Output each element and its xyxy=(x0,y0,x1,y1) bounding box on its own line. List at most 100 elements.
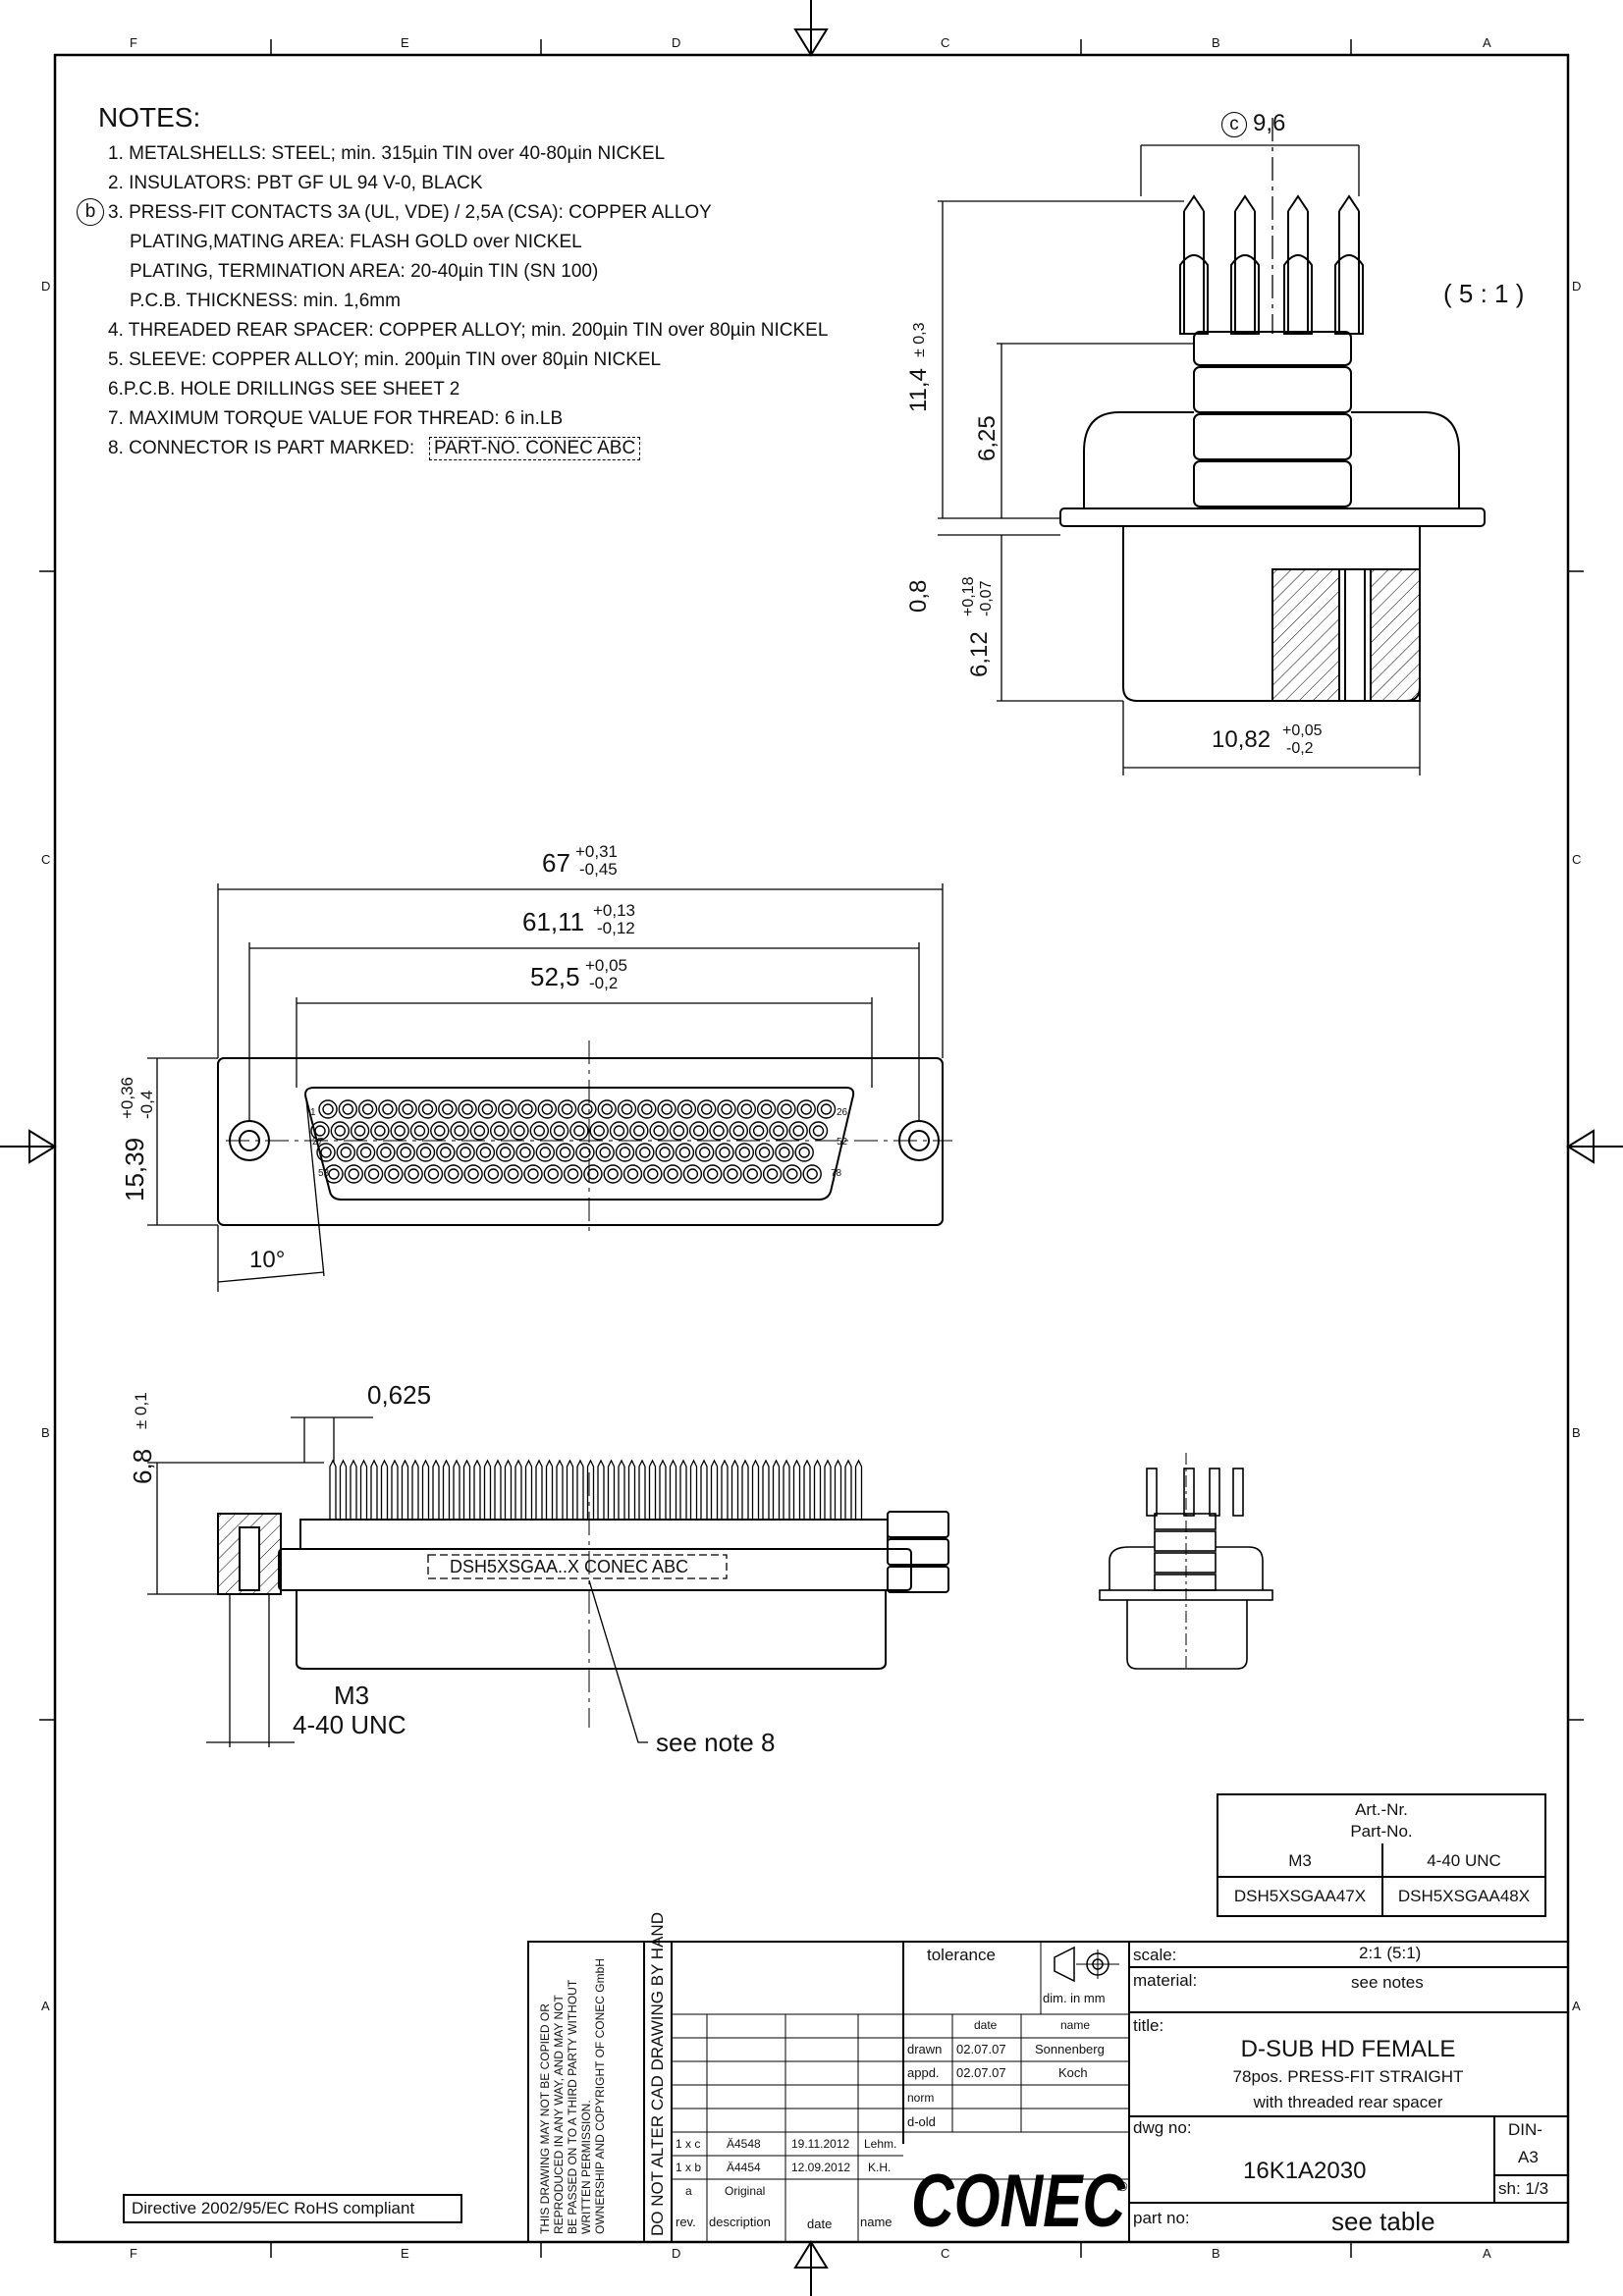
contact-inner xyxy=(421,1103,434,1115)
zone-left-b: B xyxy=(41,1425,50,1440)
contact-inner xyxy=(639,1147,651,1158)
contact-inner xyxy=(519,1147,531,1158)
press-fit-pin xyxy=(710,1459,719,1520)
press-fit-pin xyxy=(772,1459,781,1520)
contact-inner xyxy=(693,1125,705,1137)
desc-col-header: description xyxy=(709,2215,771,2229)
contact-inner xyxy=(678,1147,691,1158)
contact-inner xyxy=(740,1103,752,1115)
name-header: name xyxy=(1060,2018,1091,2032)
drawn-label: drawn xyxy=(907,2042,943,2056)
dim-side-lower-tol-dn: -0,07 xyxy=(978,580,995,616)
contact-outer xyxy=(415,1143,436,1162)
contact-inner xyxy=(581,1103,593,1115)
contact-outer xyxy=(748,1121,769,1141)
press-fit-pin xyxy=(504,1459,513,1520)
press-fit-pin xyxy=(659,1459,667,1520)
contact-outer xyxy=(529,1121,549,1141)
thread-440: 4-40 UNC xyxy=(293,1710,406,1739)
contact-inner xyxy=(766,1168,779,1180)
part-no-value: see table xyxy=(1331,2207,1435,2236)
rev-2-date: 12.09.2012 xyxy=(791,2161,851,2174)
contact-inner xyxy=(359,1147,372,1158)
dim-side-lower-tol-up: +0,18 xyxy=(960,576,977,616)
contact-inner xyxy=(467,1168,479,1180)
contact-outer xyxy=(409,1121,430,1141)
contact-outer xyxy=(390,1121,409,1141)
title-line-2: 78pos. PRESS-FIT STRAIGHT xyxy=(1232,2067,1464,2086)
press-fit-pin xyxy=(545,1459,554,1520)
contact-outer xyxy=(543,1164,563,1184)
contact-inner xyxy=(533,1125,545,1137)
note-2: 2. INSULATORS: PBT GF UL 94 V-0, BLACK xyxy=(108,173,483,193)
press-fit-pin xyxy=(679,1459,687,1520)
contact-inner xyxy=(320,1147,332,1158)
contact-outer xyxy=(417,1099,438,1119)
contact-outer xyxy=(490,1121,510,1141)
zone-bottom-b: B xyxy=(1212,2246,1220,2261)
contact-outer xyxy=(463,1164,483,1184)
contact-outer xyxy=(563,1164,583,1184)
zone-left-d: D xyxy=(41,279,51,294)
press-fit-pin xyxy=(359,1459,368,1520)
press-fit-pin xyxy=(792,1459,801,1520)
zone-left-c: C xyxy=(41,852,51,867)
contact-inner xyxy=(633,1125,645,1137)
contact-inner xyxy=(752,1125,765,1137)
front-view-contacts xyxy=(310,1099,837,1184)
contact-outer xyxy=(438,1099,458,1119)
contact-inner xyxy=(460,1147,471,1158)
press-fit-pin xyxy=(618,1459,625,1520)
dim-front-shell: 52,5 xyxy=(530,962,580,991)
contact-outer xyxy=(517,1099,537,1119)
contact-inner xyxy=(786,1168,798,1180)
contact-inner xyxy=(353,1125,366,1137)
contact-outer xyxy=(643,1164,663,1184)
contact-inner xyxy=(567,1168,579,1180)
dim-side-bottom-tol-up: +0,05 xyxy=(1282,722,1323,739)
contact-inner xyxy=(367,1168,380,1180)
contact-inner xyxy=(779,1147,790,1158)
dim-side-lower: 6,12 xyxy=(966,631,993,677)
dim-front-height-tol-dn: -0,4 xyxy=(137,1090,156,1119)
small-side-view xyxy=(1099,1453,1273,1670)
dim-front-shell-tol-up: +0,05 xyxy=(585,956,628,975)
contact-outer xyxy=(456,1143,475,1162)
part-table-val-m3: DSH5XSGAA47X xyxy=(1233,1887,1367,1905)
bottom-view-dimensions xyxy=(147,1416,648,1747)
part-table-grid xyxy=(1217,1793,1546,1917)
zone-bottom-e: E xyxy=(401,2246,409,2261)
dim-bottom-pin-len: 6,8 xyxy=(128,1448,157,1484)
contact-outer xyxy=(717,1099,736,1119)
contact-inner xyxy=(561,1103,573,1115)
pin-label-52: 52 xyxy=(837,1137,848,1148)
contact-inner xyxy=(394,1125,406,1137)
contact-outer xyxy=(715,1143,734,1162)
rev-1-desc: Ä4548 xyxy=(727,2137,761,2151)
contact-inner xyxy=(388,1168,400,1180)
copyright-line-3: BE PASSED ON TO A THIRD PARTY WITHOUT xyxy=(566,1979,579,2234)
material-value: see notes xyxy=(1351,1973,1424,1992)
dim-side-total-tol: ± 0,3 xyxy=(911,322,928,357)
zone-top-a: A xyxy=(1483,35,1491,50)
note-8: 8. CONNECTOR IS PART MARKED: xyxy=(108,438,415,458)
contact-inner xyxy=(746,1168,758,1180)
press-fit-pin xyxy=(556,1459,564,1520)
contact-outer xyxy=(350,1121,370,1141)
contact-inner xyxy=(541,1103,553,1115)
contact-outer xyxy=(357,1099,378,1119)
press-fit-pin xyxy=(844,1459,852,1520)
norm-label: norm xyxy=(907,2091,935,2105)
sheet-number: sh: 1/3 xyxy=(1498,2179,1549,2198)
contact-inner xyxy=(613,1125,625,1137)
contact-inner xyxy=(521,1103,533,1115)
press-fit-pin xyxy=(730,1459,739,1520)
contact-outer xyxy=(703,1164,723,1184)
contact-outer xyxy=(549,1121,569,1141)
drawn-name: Sonnenberg xyxy=(1035,2042,1105,2056)
contact-outer xyxy=(376,1143,396,1162)
rohs-box xyxy=(123,2194,462,2223)
contact-inner xyxy=(738,1147,750,1158)
contact-inner xyxy=(626,1168,639,1180)
contact-outer xyxy=(363,1164,384,1184)
